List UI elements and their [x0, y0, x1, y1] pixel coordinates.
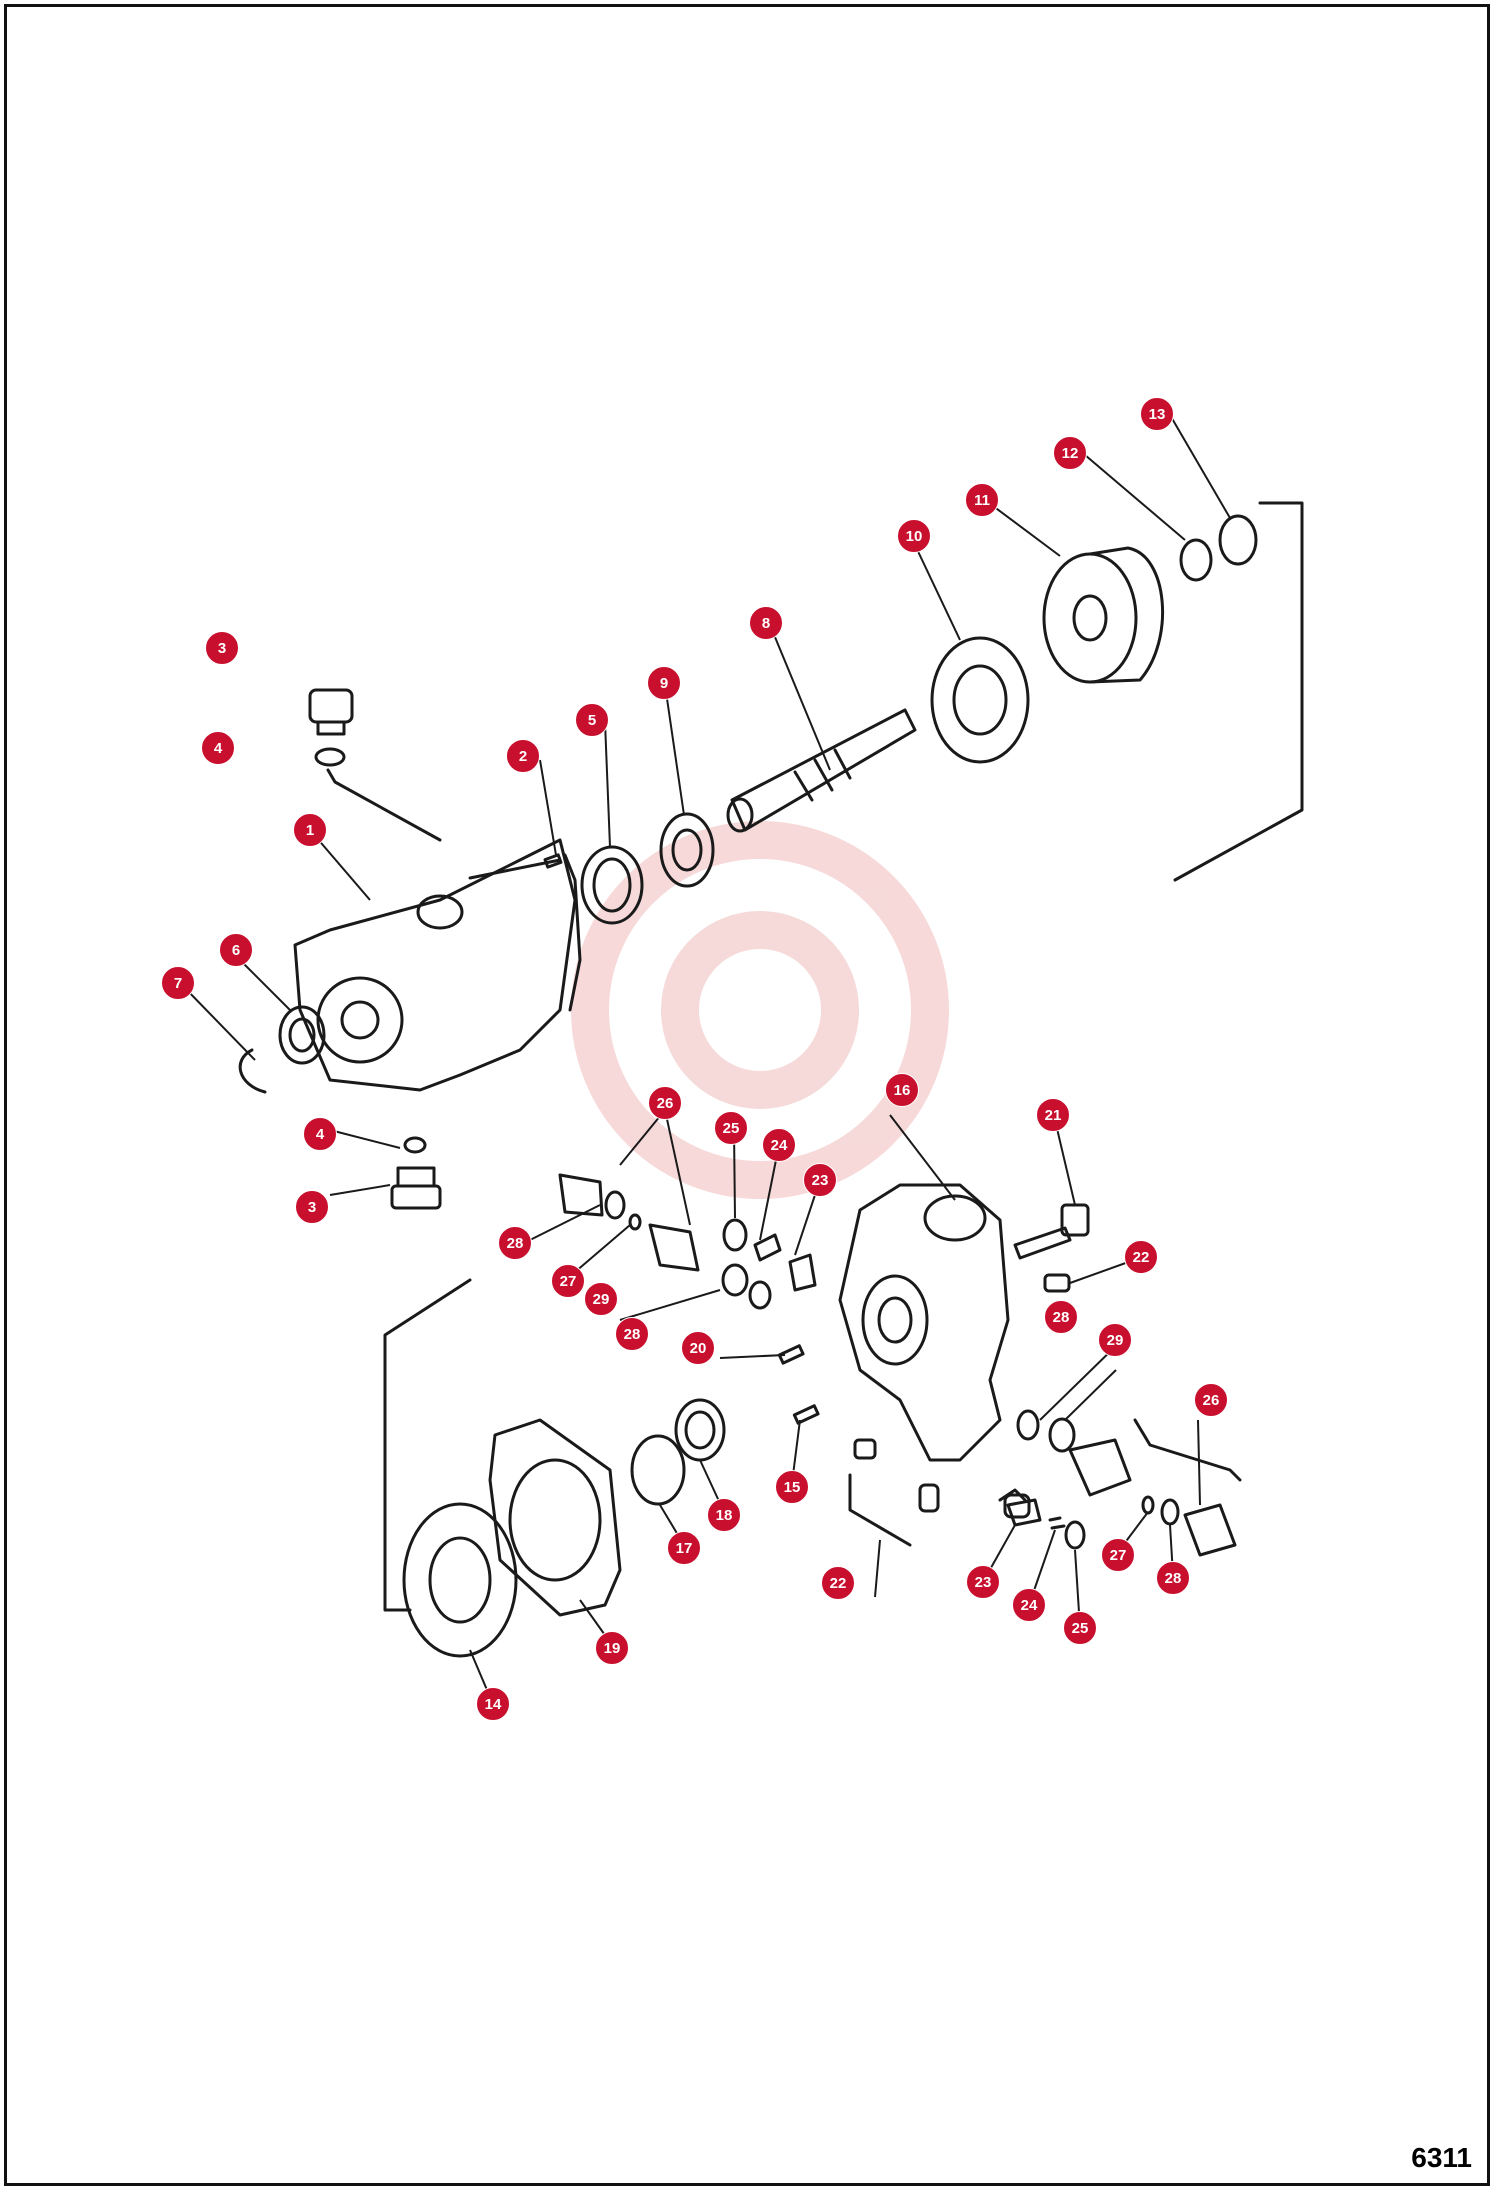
valve-body-16	[838, 1183, 1010, 1462]
callout-22-right: 22	[1124, 1240, 1158, 1274]
callout-12: 12	[1053, 436, 1087, 470]
bolt-21	[1013, 1203, 1090, 1260]
callout-23-bottom: 23	[966, 1565, 1000, 1599]
callout-25-bottom: 25	[1063, 1611, 1097, 1645]
callout-17: 17	[667, 1531, 701, 1565]
callout-27-right: 27	[1101, 1538, 1135, 1572]
motor-housing	[293, 838, 582, 1092]
callout-23-top: 23	[803, 1163, 837, 1197]
callout-29-right: 29	[1098, 1323, 1132, 1357]
o-ring-4-bottom	[403, 1136, 427, 1154]
callout-15: 15	[775, 1470, 809, 1504]
callout-24-bottom: 24	[1012, 1588, 1046, 1622]
pin-2	[543, 853, 563, 869]
callout-27-left: 27	[551, 1264, 585, 1298]
callout-6: 6	[219, 933, 253, 967]
callout-11: 11	[965, 483, 999, 517]
plug-top	[308, 688, 354, 736]
seal-17	[630, 1434, 686, 1506]
plug-bottom	[390, 1166, 442, 1210]
callout-7: 7	[161, 966, 195, 1000]
callout-29-left: 29	[584, 1282, 618, 1316]
plate-14	[402, 1502, 518, 1658]
callout-2: 2	[506, 739, 540, 773]
callout-26-right: 26	[1194, 1383, 1228, 1417]
callout-5: 5	[575, 703, 609, 737]
figure-number: 6311	[1411, 2142, 1472, 2173]
callout-28-right: 28	[1044, 1300, 1078, 1334]
callout-4-top: 4	[201, 731, 235, 765]
shaft-8	[726, 708, 917, 833]
callout-4-bottom: 4	[303, 1117, 337, 1151]
callout-16: 16	[885, 1073, 919, 1107]
callout-21: 21	[1036, 1098, 1070, 1132]
callout-1: 1	[293, 813, 327, 847]
callout-28-left: 28	[498, 1226, 532, 1260]
callout-26-left: 26	[648, 1086, 682, 1120]
seal-5	[580, 845, 644, 925]
callout-20: 20	[681, 1331, 715, 1365]
callout-3-top: 3	[205, 631, 239, 665]
callout-28-bottom-right: 28	[1156, 1561, 1190, 1595]
callout-24-top: 24	[762, 1128, 796, 1162]
o-ring-4-top	[314, 747, 346, 767]
callout-28-center: 28	[615, 1317, 649, 1351]
relief-valve-right-26	[1068, 1438, 1237, 1557]
callout-10: 10	[897, 519, 931, 553]
watermark-gear-icon	[571, 821, 949, 1199]
callout-9: 9	[647, 666, 681, 700]
callout-13: 13	[1140, 397, 1174, 431]
bearing-6	[278, 1005, 326, 1065]
cylinder-block-11	[1042, 546, 1165, 684]
drawing-frame	[4, 4, 1490, 2186]
plate-10	[930, 636, 1030, 764]
callout-25-top: 25	[714, 1111, 748, 1145]
callout-22-bottom: 22	[821, 1566, 855, 1600]
ring-13	[1218, 514, 1258, 566]
callout-3-bottom: 3	[295, 1190, 329, 1224]
seal-18	[674, 1398, 726, 1462]
callout-8: 8	[749, 606, 783, 640]
callout-14: 14	[476, 1687, 510, 1721]
bearing-9	[659, 812, 715, 888]
callout-19: 19	[595, 1631, 629, 1665]
ring-12	[1179, 538, 1213, 582]
callout-18: 18	[707, 1498, 741, 1532]
gasket-19	[488, 1418, 622, 1617]
relief-valve-left-26	[558, 1173, 700, 1272]
